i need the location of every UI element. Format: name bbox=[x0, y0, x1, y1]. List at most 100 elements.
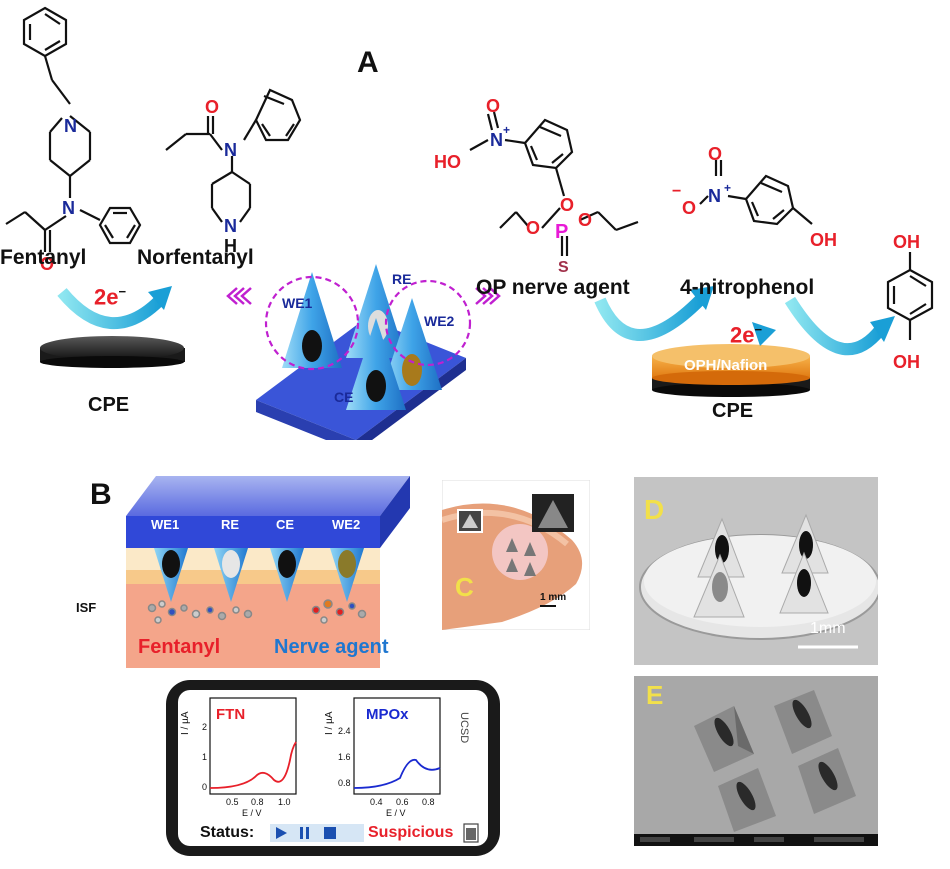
panel-b-diagram bbox=[126, 476, 410, 668]
atom-oh-2: OH bbox=[893, 232, 920, 252]
atom-o-7: O bbox=[708, 144, 722, 164]
charge-minus-1: − bbox=[672, 183, 681, 200]
coating-label: OPH/Nafion bbox=[684, 357, 768, 374]
plot2-ytick-0: 0.8 bbox=[338, 778, 351, 788]
plot2-ylabel: I / µA bbox=[324, 711, 335, 735]
array-label-we1: WE1 bbox=[282, 295, 313, 311]
atom-p: P bbox=[555, 221, 568, 243]
microneedle-array bbox=[256, 264, 472, 440]
b-label-nerve-agent: Nerve agent bbox=[274, 636, 389, 658]
right-electrode-disk bbox=[652, 344, 810, 397]
panel-label-a: A bbox=[357, 46, 379, 79]
right-reaction-arrow-2 bbox=[784, 296, 885, 356]
atom-o-6: O bbox=[578, 210, 592, 230]
atom-n-2: N bbox=[62, 198, 75, 218]
atom-n-3: N bbox=[224, 140, 237, 160]
plot2-xtick-2: 0.8 bbox=[422, 797, 435, 807]
plot1-ytick-0: 0 bbox=[202, 782, 208, 792]
atom-o-2: O bbox=[205, 97, 219, 117]
label-op-nerve-agent: OP nerve agent bbox=[476, 276, 630, 299]
label-cpe-right: CPE bbox=[712, 400, 754, 422]
right-reaction-arrow-1 bbox=[594, 295, 705, 341]
atom-n-5: N bbox=[490, 130, 503, 150]
right-arrow-head-3 bbox=[752, 322, 776, 346]
plot2-xtick-1: 0.6 bbox=[396, 797, 409, 807]
array-label-re: RE bbox=[392, 271, 411, 287]
plot2-title: MPOx bbox=[366, 706, 409, 723]
label-cpe-left: CPE bbox=[88, 394, 130, 416]
panel-label-e: E bbox=[646, 680, 664, 710]
label-fentanyl: Fentanyl bbox=[0, 246, 87, 269]
plot1-ylabel: I / µA bbox=[180, 711, 191, 735]
atom-o-1: O bbox=[40, 254, 54, 274]
b-label-re: RE bbox=[221, 517, 240, 532]
plot2-ytick-2: 2.4 bbox=[338, 726, 351, 736]
scale-bar-c: 1 mm bbox=[540, 592, 567, 603]
fentanyl-molecule-model bbox=[147, 600, 253, 624]
norfentanyl-structure bbox=[165, 88, 302, 223]
b-label-ce: CE bbox=[276, 517, 295, 532]
atom-oh-1: OH bbox=[810, 230, 837, 250]
panel-c-photo bbox=[442, 480, 590, 630]
nitrophenol-structure bbox=[699, 160, 813, 226]
atom-o-5: O bbox=[526, 218, 540, 238]
phone-device bbox=[166, 680, 500, 856]
atom-h-1: H bbox=[224, 236, 237, 256]
fentanyl-structure bbox=[5, 6, 142, 252]
hydroquinone-structure bbox=[886, 252, 934, 340]
play-button[interactable] bbox=[276, 824, 296, 842]
left-arrow-head bbox=[148, 286, 172, 310]
plot1-ytick-2: 2 bbox=[202, 722, 208, 732]
op-agent-structure bbox=[469, 111, 639, 256]
plot1-title: FTN bbox=[216, 706, 246, 723]
left-reaction-arrow bbox=[57, 288, 165, 329]
charge-plus-1: + bbox=[503, 123, 510, 137]
pause-button[interactable] bbox=[300, 824, 314, 842]
atom-ho: HO bbox=[434, 152, 461, 172]
plot1-xtick-0: 0.5 bbox=[226, 797, 239, 807]
plot2-xtick-0: 0.4 bbox=[370, 797, 383, 807]
plot1-ytick-1: 1 bbox=[202, 752, 208, 762]
label-4-nitrophenol: 4-nitrophenol bbox=[680, 276, 815, 299]
panel-e-sem bbox=[634, 676, 878, 846]
status-label: Status: bbox=[200, 824, 255, 841]
scale-bar-d: 1mm bbox=[810, 620, 846, 637]
atom-n-4: N bbox=[224, 216, 237, 236]
array-label-we2: WE2 bbox=[424, 313, 455, 329]
panel-label-c: C bbox=[455, 572, 474, 602]
b-label-isf: ISF bbox=[76, 600, 97, 615]
right-chevrons bbox=[475, 287, 501, 305]
atom-o-4: O bbox=[560, 195, 574, 215]
b-label-fentanyl: Fentanyl bbox=[138, 636, 221, 658]
b-label-we1: WE1 bbox=[151, 517, 180, 532]
panel-label-b: B bbox=[90, 478, 112, 511]
phone-brand: UCSD bbox=[458, 712, 470, 744]
nerve-agent-molecule-model bbox=[311, 599, 367, 624]
charge-plus-2: + bbox=[724, 181, 731, 195]
label-norfentanyl: Norfentanyl bbox=[137, 246, 254, 269]
b-label-we2: WE2 bbox=[332, 517, 361, 532]
panel-label-d: D bbox=[644, 494, 665, 525]
plot2-xlabel: E / V bbox=[386, 808, 406, 818]
atom-s: S bbox=[558, 259, 569, 276]
electron-label-right: 2e− bbox=[730, 322, 763, 348]
plot2-ytick-1: 1.6 bbox=[338, 752, 351, 762]
atom-n-1: N bbox=[64, 116, 77, 136]
atom-n-6: N bbox=[708, 186, 721, 206]
left-chevrons bbox=[226, 287, 252, 305]
status-value: Suspicious bbox=[368, 824, 454, 841]
right-arrow-head-2 bbox=[870, 316, 895, 342]
plot1-xtick-2: 1.0 bbox=[278, 797, 291, 807]
left-electrode-disk bbox=[40, 336, 185, 368]
atom-o-3: O bbox=[486, 96, 500, 116]
right-arrow-head-1 bbox=[690, 286, 714, 310]
stop-button[interactable] bbox=[322, 824, 338, 842]
electron-label-left: 2e− bbox=[94, 284, 127, 310]
plot1-xtick-1: 0.8 bbox=[251, 797, 264, 807]
panel-d-photo bbox=[634, 477, 878, 665]
array-label-ce: CE bbox=[334, 389, 353, 405]
plot1-xlabel: E / V bbox=[242, 808, 262, 818]
panel-a-diagram: N N O O N N H O N + HO O O O P S bbox=[5, 6, 934, 440]
atom-oh-3: OH bbox=[893, 352, 920, 372]
atom-o-8: O bbox=[682, 198, 696, 218]
